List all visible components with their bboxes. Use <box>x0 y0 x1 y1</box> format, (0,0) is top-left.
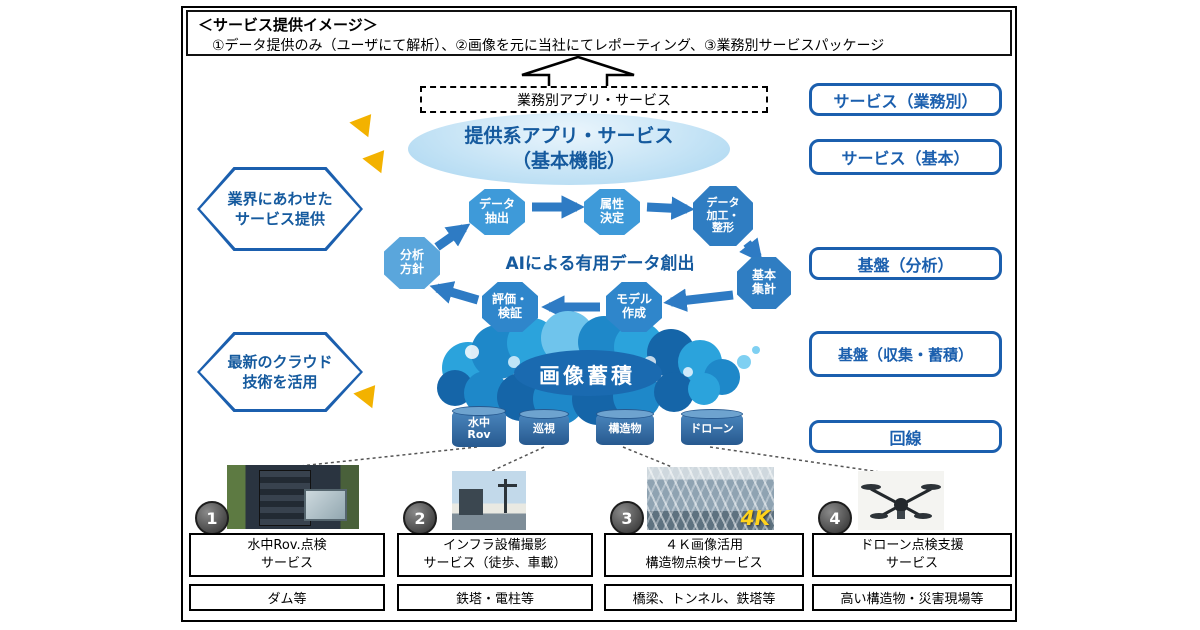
layer-box-line: 回線 <box>809 420 1002 453</box>
header-subtitle: ①データ提供のみ（ユーザにて解析）、②画像を元に当社にてレポーティング、③業務別… <box>212 38 885 54</box>
db-cylinder-label: 巡視 <box>533 422 555 436</box>
node-data-shaping: データ 加工・ 整形 <box>693 186 753 246</box>
service-target-4: 高い構造物・災害現場等 <box>812 584 1012 611</box>
service-photo-infrastructure <box>452 471 526 530</box>
photo-detail <box>459 488 484 515</box>
header-box: ＜サービス提供イメージ＞ ①データ提供のみ（ユーザにて解析）、②画像を元に当社に… <box>186 10 1012 56</box>
service-photo-underwater-rov <box>227 465 359 529</box>
service-target-2: 鉄塔・電柱等 <box>397 584 593 611</box>
service-name-3: ４Ｋ画像活用 構造物点検サービス <box>604 533 804 577</box>
callout-cloud-label: 最新のクラウド 技術を活用 <box>200 335 360 409</box>
service-number-3: 3 <box>610 501 644 535</box>
photo-detail <box>503 479 507 514</box>
service-number-4: 4 <box>818 501 852 535</box>
node-model-create: モデル 作成 <box>606 282 662 332</box>
db-cylinder-structure: 構造物 <box>596 409 654 445</box>
layer-box-service-business: サービス（業務別） <box>809 83 1002 116</box>
node-analysis-policy: 分析 方針 <box>384 237 440 289</box>
photo-detail <box>647 467 774 530</box>
base-app-service-ellipse: 提供系アプリ・サービス （基本機能） <box>408 113 730 185</box>
layer-box-service-basic: サービス（基本） <box>809 139 1002 175</box>
db-cylinder-label: ドローン <box>690 422 734 436</box>
service-name-4: ドローン点検支援 サービス <box>812 533 1012 577</box>
photo-detail <box>497 483 518 487</box>
service-name-2: インフラ設備撮影 サービス（徒歩、車載） <box>397 533 593 577</box>
badge-4k: 4K <box>740 506 770 530</box>
db-cylinder-label: 構造物 <box>608 422 642 436</box>
layer-box-platform-collect: 基盤（収集・蓄積） <box>809 331 1002 377</box>
node-data-extract: データ 抽出 <box>469 189 525 235</box>
service-target-3: 橋梁、トンネル、鉄塔等 <box>604 584 804 611</box>
callout-cloud-hexagon: 最新のクラウド 技術を活用 <box>197 332 363 412</box>
photo-detail <box>303 489 348 522</box>
db-cylinder-underwater-rov: 水中 Rov <box>452 406 506 447</box>
service-photo-drone <box>858 471 944 530</box>
db-cylinder-drone: ドローン <box>681 409 743 445</box>
node-basic-aggregation: 基本 集計 <box>737 257 791 309</box>
callout-industry-hexagon: 業界にあわせた サービス提供 <box>197 167 363 251</box>
db-cylinder-label: 水中 Rov <box>467 415 491 441</box>
node-evaluate-verify: 評価・ 検証 <box>482 282 538 332</box>
service-photo-bridge: 4K <box>647 467 774 530</box>
image-storage-label: 画像蓄積 <box>539 364 635 388</box>
callout-industry-label: 業界にあわせた サービス提供 <box>200 170 360 248</box>
service-name-1: 水中Rov.点検 サービス <box>189 533 385 577</box>
header-title: ＜サービス提供イメージ＞ <box>198 16 378 34</box>
layer-box-platform-analysis: 基盤（分析） <box>809 247 1002 280</box>
node-attribute-decide: 属性 決定 <box>584 189 640 235</box>
drone-icon <box>861 484 941 519</box>
service-number-1: 1 <box>195 501 229 535</box>
business-app-service-box: 業務別アプリ・サービス <box>420 86 768 113</box>
ai-cycle-title: AIによる有用データ創出 <box>505 254 695 274</box>
db-cylinder-patrol: 巡視 <box>519 409 569 445</box>
service-number-2: 2 <box>403 501 437 535</box>
service-target-1: ダム等 <box>189 584 385 611</box>
